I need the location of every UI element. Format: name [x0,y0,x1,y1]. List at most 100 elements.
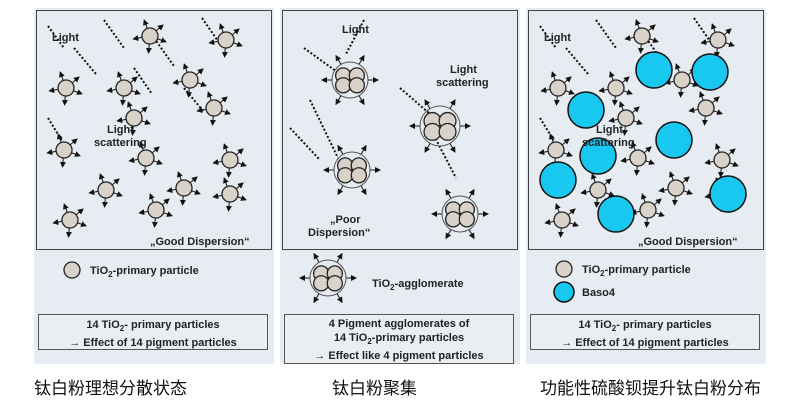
scatter-arrow [701,115,708,126]
scatter-arrow [553,95,560,106]
scatter-arrow [139,106,148,114]
tio2-particle [147,201,165,219]
legend-tio2-swatch [555,260,573,278]
agglomerate-boundary [331,61,369,99]
agglomerate-boundary [419,105,461,147]
scatter-arrow [655,211,665,217]
scatter-arrow [166,187,177,194]
scatter-arrow [153,159,163,165]
scatter-arrow [225,201,232,212]
summary-box: 14 TiO2- primary particles → Effect of 1… [38,314,268,350]
scatter-arrow [161,198,170,206]
scatter-arrow [605,191,615,197]
scatter-arrow [598,87,609,94]
tio2-particle [137,149,155,167]
scatter-arrow [151,146,160,154]
legend-tio2-label: TiO2-primary particle [582,264,691,279]
tio2-particle [553,211,571,229]
scatter-arrow [449,99,456,109]
scatter-arrow [647,24,656,32]
light-ray [133,67,153,95]
summary-line2: → Effect of 14 pigment particles [561,337,729,350]
scatter-arrow [145,43,152,54]
scatter-arrow [658,187,669,194]
scatter-arrow [445,188,452,199]
scatter-arrow [336,252,343,263]
scatter-arrow [688,107,699,114]
tio2-particle [713,151,731,169]
panel-good-dispersion: Light Light scattering „Good Dispersion“… [34,8,274,364]
scatter-arrow [233,41,243,47]
summary-line1: 14 TiO2- primary particles [578,319,712,334]
light-ray [345,19,365,55]
scatter-arrow [225,167,232,178]
tio2-particle [549,79,567,97]
tio2-particle [115,79,133,97]
scatter-arrow [149,193,155,203]
scatter-arrow [208,39,219,46]
scatter-arrow [637,43,644,54]
scatter-arrow [223,143,229,153]
scatter-arrow [713,109,723,115]
scatter-arrow [609,71,615,81]
tio2-particle [141,27,159,45]
tio2-particle [217,31,235,49]
scatter-arrow [129,125,136,136]
tio2-particle [326,275,344,292]
tio2-particle [709,31,727,49]
scatter-arrow [711,96,720,104]
scatter-arrow [157,37,167,43]
scatter-arrow [565,89,575,95]
scatter-arrow [116,117,127,124]
scatter-arrow [235,182,244,190]
scatter-arrow [117,71,123,81]
scatter-arrow [631,141,637,151]
scatter-arrow [449,143,456,153]
scatter-arrow [729,161,739,167]
scatter-arrow [549,133,555,143]
scattering-label-line2: scattering [582,137,635,149]
light-label: Light [544,32,571,44]
caption-agglomeration: 钛白粉聚集 [332,379,417,399]
scatter-arrow [143,19,149,29]
scatter-arrow [689,81,699,87]
scatter-arrow [52,219,63,226]
panel-poor-dispersion: Light Light scattering „Poor Dispersion“… [280,8,520,364]
scatter-arrow [337,185,344,196]
legend-baso4-swatch [553,281,575,303]
diagram-frame [282,10,518,250]
scatter-arrow [223,177,229,187]
tio2-particle [125,109,143,127]
scattering-label-line2: scattering [436,77,489,89]
scatter-arrow [59,71,65,81]
tio2-particle [617,109,635,127]
scatter-arrow [633,165,640,176]
scatter-arrow [111,178,120,186]
scatter-arrow [337,144,344,155]
tio2-particle [667,179,685,197]
tio2-particle [673,71,691,89]
tio2-particle [61,211,79,229]
summary-line2: → Effect of 14 pigment particles [69,337,237,350]
scatter-arrow [46,149,57,156]
particle-diagram-3 [538,17,747,303]
scatter-arrow [677,87,684,98]
scatter-arrow [127,101,133,111]
scatter-arrow [611,95,618,106]
scatter-arrow [69,138,78,146]
summary-box: 4 Pigment agglomerates of 14 TiO2-primar… [284,314,514,364]
scatter-arrow [212,159,223,166]
scatter-arrow [191,189,201,195]
scatter-arrow [185,87,192,98]
scatter-arrow [63,203,69,213]
scatter-arrow [699,91,705,101]
scatter-arrow [219,23,225,33]
baso4-particle [539,161,577,199]
agglomerate-boundary [441,195,479,233]
scatter-arrow [711,23,717,33]
scatter-arrow [563,76,572,84]
tio2-particle [221,185,239,203]
light-label: Light [52,32,79,44]
caption-ideal-dispersion: 钛白粉理想分散状态 [34,379,187,399]
scatter-arrow [360,144,367,155]
